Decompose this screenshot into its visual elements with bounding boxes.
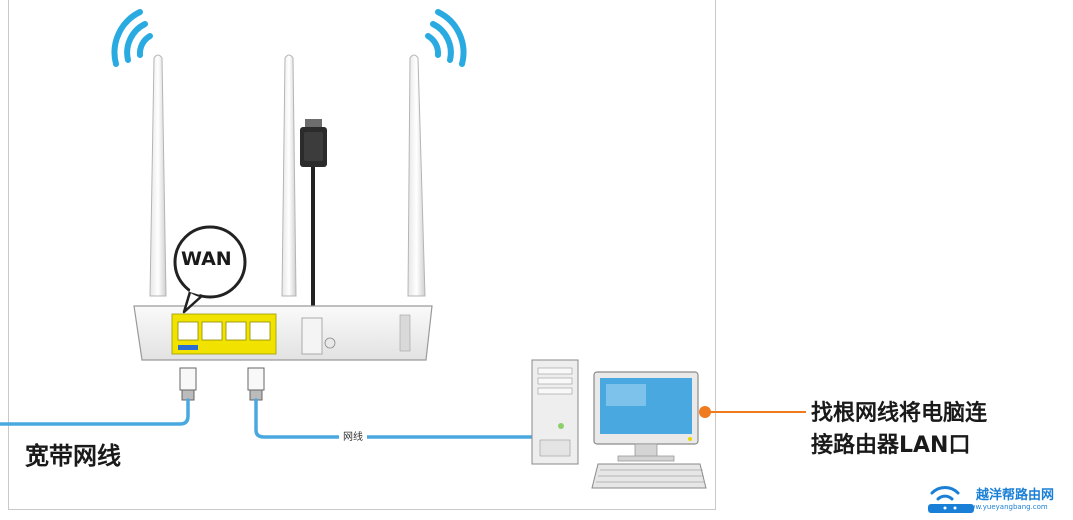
wan-callout [173,225,247,314]
cable-plugs [179,367,265,401]
keyboard [591,463,707,489]
desktop-tower [531,359,579,465]
monitor [593,371,699,462]
watermark-name: 越洋帮路由网 [976,488,1055,503]
power-adapter [300,119,327,322]
cable-label: 网线 [339,428,367,443]
router-antennas [149,54,426,297]
broadband-cable-label: 宽带网线 [25,442,121,470]
power-port [301,317,323,355]
watermark-router-icon [928,486,974,513]
instruction-pointer [699,406,806,418]
router-body [133,305,433,361]
wifi-signal-right-icon [425,9,467,67]
wifi-signal-left-icon [111,9,153,67]
reset-button [324,337,336,349]
network-cables [0,398,542,439]
connection-instruction: 找根网线将电脑连 接路由器LAN口 [811,398,987,462]
wan-label: WAN [181,248,232,270]
instruction-line-2: 接路由器LAN口 [811,433,971,458]
diagram-frame [8,0,716,510]
watermark-url: www.yueyangbang.com [964,503,1048,511]
instruction-line-1: 找根网线将电脑连 [811,401,988,426]
